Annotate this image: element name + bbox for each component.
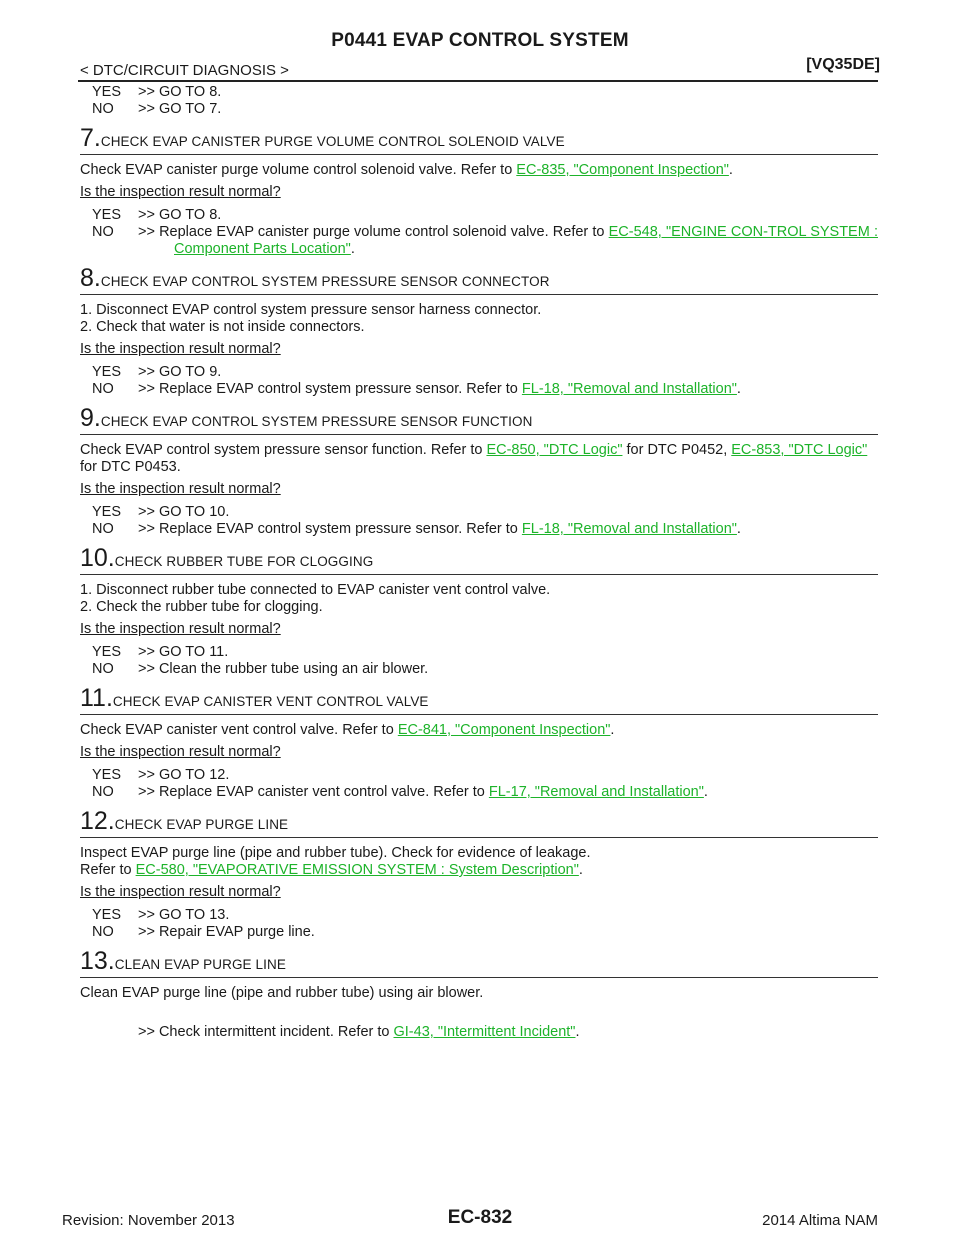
- no-line: NO>> GO TO 7.: [92, 101, 222, 117]
- no-line: NO>> Replace EVAP control system pressur…: [92, 381, 741, 397]
- step-10-body: 1. Disconnect rubber tube connected to E…: [80, 582, 551, 615]
- no-line: NO>> Clean the rubber tube using an air …: [92, 661, 429, 677]
- content: YES>> GO TO 8. NO>> GO TO 7. 7.CHECK EVA…: [80, 84, 878, 1041]
- link-fl-17[interactable]: FL-17, "Removal and Installation": [488, 784, 704, 800]
- page-number: EC-832: [447, 1207, 513, 1228]
- inspection-question: Is the inspection result normal?: [80, 884, 281, 900]
- step-7-heading: 7.CHECK EVAP CANISTER PURGE VOLUME CONTR…: [80, 124, 878, 155]
- revision-date: Revision: November 2013: [62, 1212, 235, 1229]
- step-12-body: Inspect EVAP purge line (pipe and rubber…: [80, 845, 591, 878]
- step-8-body: 1. Disconnect EVAP control system pressu…: [80, 302, 542, 335]
- link-ec-835[interactable]: EC-835, "Component Inspection": [516, 162, 729, 178]
- link-ec-841[interactable]: EC-841, "Component Inspection": [397, 722, 611, 738]
- no-line: NO>> Replace EVAP control system pressur…: [92, 521, 741, 537]
- link-gi-43[interactable]: GI-43, "Intermittent Incident": [393, 1024, 576, 1040]
- model-year: 2014 Altima NAM: [762, 1212, 878, 1229]
- inspection-question: Is the inspection result normal?: [80, 744, 281, 760]
- yes-line: YES>> GO TO 8.: [92, 207, 222, 223]
- step-13-heading: 13.CLEAN EVAP PURGE LINE: [80, 947, 878, 978]
- step-12-heading: 12.CHECK EVAP PURGE LINE: [80, 807, 878, 838]
- inspection-question: Is the inspection result normal?: [80, 621, 281, 637]
- yes-line: YES>> GO TO 11.: [92, 644, 229, 660]
- link-fl-18[interactable]: FL-18, "Removal and Installation": [521, 521, 737, 537]
- yes-line: YES>> GO TO 8.: [92, 84, 222, 100]
- step-13-body: Clean EVAP purge line (pipe and rubber t…: [80, 985, 484, 1001]
- yes-line: YES>> GO TO 13.: [92, 907, 230, 923]
- final-action: >> Check intermittent incident. Refer to…: [138, 1024, 580, 1040]
- link-ec-580[interactable]: EC-580, "EVAPORATIVE EMISSION SYSTEM : S…: [135, 862, 579, 878]
- yes-line: YES>> GO TO 10.: [92, 504, 230, 520]
- step-8-heading: 8.CHECK EVAP CONTROL SYSTEM PRESSURE SEN…: [80, 264, 878, 295]
- model-code: [VQ35DE]: [806, 56, 880, 73]
- inspection-question: Is the inspection result normal?: [80, 341, 281, 357]
- no-line: NO>> Replace EVAP canister purge volume …: [92, 224, 878, 257]
- yes-line: YES>> GO TO 9.: [92, 364, 222, 380]
- section-label: < DTC/CIRCUIT DIAGNOSIS >: [80, 62, 289, 79]
- link-fl-18[interactable]: FL-18, "Removal and Installation": [521, 381, 737, 397]
- step-9-body: Check EVAP control system pressure senso…: [80, 442, 868, 475]
- link-ec-548[interactable]: EC-548, "ENGINE CON-TROL SYSTEM : Compon…: [174, 224, 878, 257]
- step-10-heading: 10.CHECK RUBBER TUBE FOR CLOGGING: [80, 544, 878, 575]
- step-7-body: Check EVAP canister purge volume control…: [80, 162, 733, 178]
- yes-line: YES>> GO TO 12.: [92, 767, 230, 783]
- link-ec-850[interactable]: EC-850, "DTC Logic": [486, 442, 623, 458]
- step-11-body: Check EVAP canister vent control valve. …: [80, 722, 615, 738]
- inspection-question: Is the inspection result normal?: [80, 184, 281, 200]
- step-9-heading: 9.CHECK EVAP CONTROL SYSTEM PRESSURE SEN…: [80, 404, 878, 435]
- page-title: P0441 EVAP CONTROL SYSTEM: [331, 30, 629, 51]
- header-rule: [78, 80, 878, 82]
- link-ec-853[interactable]: EC-853, "DTC Logic": [731, 442, 868, 458]
- no-line: NO>> Replace EVAP canister vent control …: [92, 784, 708, 800]
- step-11-heading: 11.CHECK EVAP CANISTER VENT CONTROL VALV…: [80, 684, 878, 715]
- no-line: NO>> Repair EVAP purge line.: [92, 924, 315, 940]
- inspection-question: Is the inspection result normal?: [80, 481, 281, 497]
